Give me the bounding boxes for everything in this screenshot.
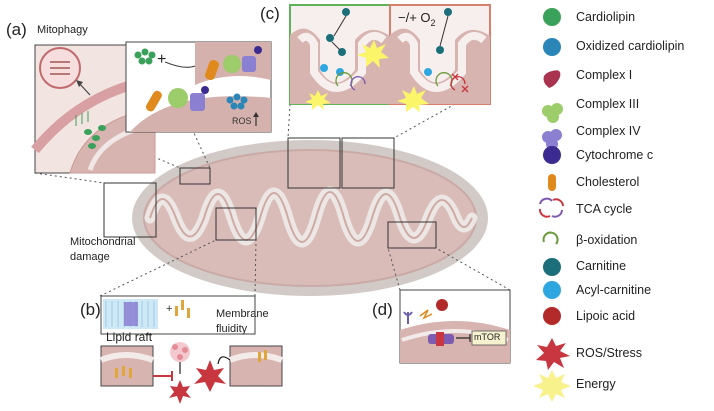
cytochrome-c-icon xyxy=(543,146,561,164)
mtor-label: mTOR xyxy=(474,332,501,342)
ros-stress-graphic-1 xyxy=(194,360,226,392)
legend-label-ros-stress: ROS/Stress xyxy=(576,346,642,360)
energy-burst-2 xyxy=(305,90,331,110)
legend-label-carnitine: Carnitine xyxy=(576,259,627,273)
legend-label-complex-i: Complex I xyxy=(576,68,633,82)
mitochondrial-damage-label-1: Mitochondrial xyxy=(70,236,136,248)
locator-box-b xyxy=(215,207,257,241)
legend-label-oxidized-cardiolipin: Oxidized cardiolipin xyxy=(576,39,685,53)
membrane-fluidity-label-1: Membrane xyxy=(216,308,269,320)
locator-boxes xyxy=(103,137,437,249)
locator-box-c-left xyxy=(287,137,341,189)
legend-label-cytochrome-c: Cytochrome c xyxy=(576,148,654,162)
legend-label-cholesterol: Cholesterol xyxy=(576,175,640,189)
legend-label-beta-oxidation: β-oxidation xyxy=(576,233,638,247)
panel-d-inset xyxy=(399,289,511,364)
panel-d-letter: (d) xyxy=(372,300,393,319)
membrane-fluidity-label-2: fluidity xyxy=(216,323,248,335)
complex-iv-icon xyxy=(542,129,562,150)
ros-stress-graphic-2 xyxy=(169,380,191,404)
mitophagy-title: Mitophagy xyxy=(37,24,88,36)
ros-stress-icon xyxy=(536,338,570,370)
locator-box-d xyxy=(387,221,437,249)
energy-icon xyxy=(533,370,571,402)
cholesterol-icon xyxy=(548,174,556,191)
locator-box-a-damage xyxy=(103,182,157,238)
legend-label-complex-iv: Complex IV xyxy=(576,124,641,138)
locator-box-c-right xyxy=(341,137,395,189)
oxidized-cardiolipin-icon xyxy=(543,38,561,56)
tca-cycle-icon xyxy=(538,197,564,218)
legend-icons xyxy=(533,8,571,402)
legend-label-lipoic-acid: Lipoic acid xyxy=(576,309,636,323)
svg-text:+: + xyxy=(166,303,172,315)
legend-label-cardiolipin: Cardiolipin xyxy=(576,10,636,24)
lipoic-acid-icon xyxy=(543,307,561,325)
locator-box-a-mitophagy xyxy=(179,167,211,185)
energy-burst-1 xyxy=(357,40,389,68)
complex-i-icon xyxy=(543,70,561,88)
legend-label-complex-iii: Complex III xyxy=(576,97,640,111)
panel-c-letter: (c) xyxy=(260,4,280,23)
ros-label: ROS xyxy=(232,116,252,126)
cardiolipin-icon xyxy=(543,8,561,26)
energy-burst-3 xyxy=(397,86,429,112)
carnitine-icon xyxy=(543,258,561,276)
connector-lines xyxy=(34,103,511,297)
acyl-carnitine-icon xyxy=(543,281,561,299)
lipid-raft-label: Lipid raft xyxy=(106,330,153,344)
panel-c-inset: −/+ O2 xyxy=(289,4,491,112)
legend-label-acyl-carnitine: Acyl-carnitine xyxy=(576,283,652,297)
beta-oxidation-icon xyxy=(542,231,559,245)
svg-text:+: + xyxy=(157,51,166,68)
oxygen-condition-label: −/+ O2 xyxy=(398,10,436,28)
panel-a-letter: (a) xyxy=(6,20,27,39)
mitochondrial-damage-label-2: damage xyxy=(70,251,110,263)
legend-label-energy: Energy xyxy=(576,377,616,391)
panel-b-letter: (b) xyxy=(80,300,101,319)
mitochondrion xyxy=(132,140,488,296)
complex-iii-icon xyxy=(542,103,563,123)
legend-label-tca-cycle: TCA cycle xyxy=(576,202,633,216)
panel-a-inset-2: + ROS xyxy=(125,41,272,133)
panel-b-inset: + xyxy=(99,295,284,404)
